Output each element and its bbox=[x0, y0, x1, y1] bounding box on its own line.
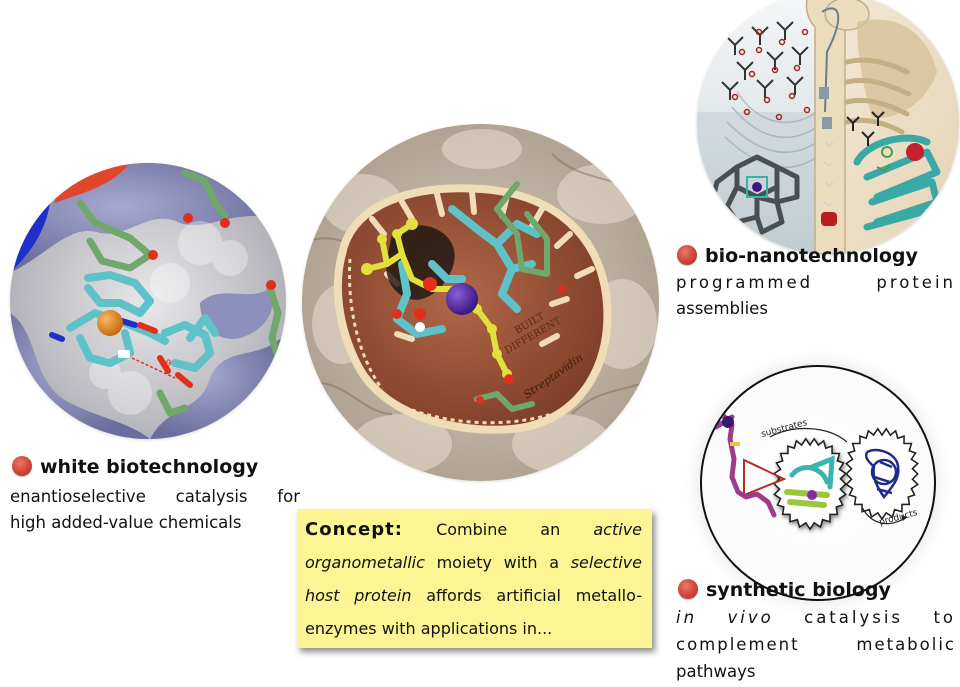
bullet-icon bbox=[678, 579, 698, 599]
bio-nano-heading: bio-nanotechnology bbox=[677, 245, 918, 267]
glove-illustration: BUILT DIFFERENT Streptavidin bbox=[302, 124, 659, 481]
synthetic-biology-image: substrates products bbox=[700, 365, 936, 601]
synthetic-bio-desc-line-2: complement metabolic bbox=[676, 635, 956, 654]
bio-nano-desc-line-1: programmed protein bbox=[676, 273, 956, 292]
gear-cascade-illustration: substrates products bbox=[713, 409, 919, 530]
bullet-icon bbox=[12, 456, 32, 476]
concept-line-1: Concept: Combine an active bbox=[305, 513, 642, 546]
in-vivo-italic: in vivo bbox=[676, 608, 774, 627]
concept-text-2c: selective bbox=[570, 553, 642, 572]
synthetic-bio-desc-rest: catalysis to bbox=[804, 608, 957, 627]
white-biotech-title: white biotechnology bbox=[40, 456, 259, 478]
bio-nano-desc-line-2: assemblies bbox=[676, 299, 768, 318]
synthetic-bio-heading: synthetic biology bbox=[678, 579, 891, 601]
distance-label: 99 bbox=[160, 359, 172, 369]
host-protein-glove-image: BUILT DIFFERENT Streptavidin bbox=[302, 124, 659, 481]
concept-text-2a: organometallic bbox=[305, 553, 425, 572]
bone-assembly-illustration bbox=[697, 0, 959, 254]
synthetic-bio-desc-line-1: in vivo catalysis to bbox=[676, 605, 956, 631]
synthetic-bio-title: synthetic biology bbox=[706, 579, 891, 601]
protein-surface-illustration: 99 bbox=[10, 163, 286, 439]
substrates-label: substrates bbox=[760, 418, 809, 440]
concept-text-3a: host protein bbox=[305, 586, 412, 605]
synthetic-bio-desc-line-3: pathways bbox=[676, 662, 756, 681]
concept-text-2b: moiety with a bbox=[436, 553, 560, 572]
concept-text-1b: active bbox=[593, 520, 643, 539]
white-biotech-image: 99 bbox=[10, 163, 286, 439]
white-biotech-desc-line-2: high added-value chemicals bbox=[10, 513, 242, 532]
white-biotech-desc-line-1: enantioselective catalysis for bbox=[10, 487, 300, 506]
concept-label: Concept: bbox=[305, 519, 403, 540]
concept-line-3: host protein affords artificial metallo- bbox=[305, 579, 642, 612]
concept-line-4: enzymes with applications in... bbox=[305, 619, 553, 638]
bullet-icon bbox=[677, 245, 697, 265]
bio-nano-title: bio-nanotechnology bbox=[705, 245, 918, 267]
concept-box: Concept: Combine an active organometalli… bbox=[297, 509, 652, 648]
bio-nano-image bbox=[697, 0, 959, 254]
concept-line-2: organometallic moiety with a selective bbox=[305, 546, 642, 579]
concept-text-1a: Combine an bbox=[436, 520, 561, 539]
concept-text-3b: affords artificial metallo- bbox=[426, 586, 642, 605]
white-biotech-heading: white biotechnology bbox=[12, 456, 258, 478]
